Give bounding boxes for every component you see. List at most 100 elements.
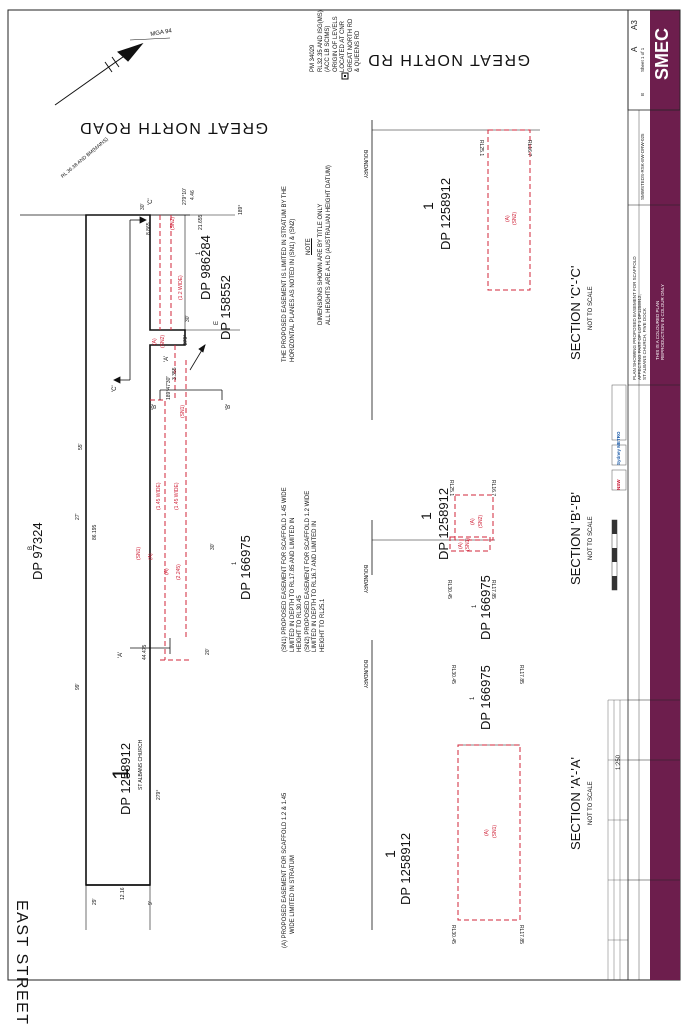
sn-notes: (SN1) PROPOSED EASEMENT FOR SCAFFOLD 1.4… — [282, 487, 327, 652]
sec-aa-dp2: DP 166975 — [478, 665, 493, 730]
company-logo: SMEC — [652, 27, 672, 80]
dim-189-top: 189° — [238, 204, 244, 215]
sec-road-label: GREAT NORTH RD — [366, 51, 530, 68]
esm-a-left: (A) — [148, 553, 154, 560]
dim-55: 55' — [78, 443, 84, 450]
sec-cc-title: SECTION 'C'-'C' — [568, 265, 583, 360]
dim-86195: 86.195 — [92, 524, 98, 540]
esm-a-mid: (A) — [164, 568, 170, 575]
esm-sn1-right: (SN1) — [180, 404, 186, 418]
dim-30-e: 30' — [185, 315, 191, 322]
dims-note-line: DIMENSIONS SHOWN ARE BY TITLE ONLY — [318, 203, 324, 325]
lot-e-dp: DP 158552 — [218, 275, 233, 340]
dim-30-top: 30' — [140, 203, 146, 210]
pm-note-block: PM 34029 RL32.35 AND ISG(MS) (ACC LB SCI… — [310, 10, 363, 72]
dim-99: 99' — [75, 683, 81, 690]
plan-title: PLAN SHOWING PROPOSED EASEMENT FOR SCAFF… — [632, 256, 647, 380]
dim-279-e: 279° — [183, 334, 189, 345]
dim-30-mid: 30' — [210, 543, 216, 550]
sec-aa-rl1785-b: RL17.85 — [518, 925, 524, 944]
sec-cc-sn: (SN2) — [512, 211, 518, 225]
sn-line: LIMITED IN DEPTH TO RL16.7 AND LIMITED I… — [312, 520, 318, 652]
lot-mid-dp: DP 166975 — [238, 535, 253, 600]
pm-line: RL32.35 AND ISG(MS) — [317, 10, 324, 72]
sec-aa-sn: (SN1) — [492, 824, 498, 838]
colour-note: THIS IS A COLOURED PLAN REPRODUCTION IN … — [655, 284, 665, 360]
dim-279-bottom: 279° — [156, 789, 162, 800]
sn-line: LIMITED IN DEPTH TO RL17.85 AND LIMITED … — [289, 517, 296, 652]
dims-note: DIMENSIONS SHOWN ARE BY TITLE ONLY ALL H… — [318, 165, 333, 325]
sec-b-bot: 'B' — [226, 403, 232, 410]
sec-cc-a: (A) — [505, 215, 511, 222]
sec-cc-boundary: BOUNDARY — [362, 150, 368, 179]
sec-aa-title: SECTION 'A'-'A' — [568, 757, 583, 850]
sec-bb-rl167: RL16.7 — [490, 480, 496, 497]
plan-linework — [7, 9, 681, 981]
sec-c-bot: 'C' — [112, 385, 118, 392]
sec-cc-nts: NOT TO SCALE — [588, 286, 594, 330]
lot-main-dp: DP 1258912 — [118, 742, 133, 815]
sec-bb-boundary: BOUNDARY — [362, 565, 368, 594]
pm-line: GREAT NORTH RD — [347, 18, 354, 72]
sn-line: (SN2) PROPOSED EASEMENT FOR SCAFFOLD 1.2… — [304, 490, 311, 652]
esm-w145-a: (1.45 WIDE) — [156, 482, 162, 510]
sec-bb-a2: (A) — [470, 518, 476, 525]
dim-29: 29' — [92, 898, 98, 905]
sec-cc-rl-top: RL25.1 — [478, 140, 484, 157]
esm-w12: (1.2 WIDE) — [178, 275, 184, 300]
lot-ne-dp: DP 986284 — [198, 235, 213, 300]
sn-line: (SN1) PROPOSED EASEMENT FOR SCAFFOLD 1.4… — [282, 487, 288, 652]
sec-bb-rl3045: RL30.45 — [446, 580, 452, 599]
lot-b-dp: DP 97324 — [30, 522, 45, 580]
esm-sn2-top: (SN2) — [170, 216, 176, 230]
stratum-line: HORIZONTAL PLANES AS NOTED IN (SN1) & (S… — [289, 218, 296, 362]
sec-aa-a: (A) — [484, 829, 490, 836]
sec-bb-lot: 1 — [418, 512, 434, 520]
sec-aa-rl1785: RL17.85 — [518, 665, 524, 684]
pm-line: (ACC LB SCIMS) — [325, 25, 331, 72]
road-great-north: GREAT NORTH ROAD — [78, 119, 268, 136]
sec-a-mid: 'A' — [118, 651, 124, 658]
dim-2791-top: 279°10' — [182, 188, 188, 205]
approval-code: B — [640, 92, 645, 96]
a-note-line: (A) PROPOSED EASEMENT FOR SCAFFOLD 1.2 &… — [282, 792, 288, 948]
sec-aa-boundary: BOUNDARY — [362, 660, 368, 689]
sheet-number: Sheet 1 of 1 — [640, 47, 645, 72]
sec-cc-lot: 1 — [420, 202, 436, 210]
pm-line: & QUEENS RD — [355, 30, 361, 72]
sec-a-top: 'A' — [164, 355, 170, 362]
esm-sn2-mid: (SN2) — [160, 334, 166, 348]
dim-3355: 3.355 — [172, 367, 178, 380]
sn-line: HEIGHT TO RL30.45 — [297, 595, 303, 652]
pm-line: LOCATED AT CNR — [340, 20, 346, 72]
sheet-size: A3 — [630, 20, 639, 30]
revision: A — [630, 46, 639, 52]
sec-bb-a1: (A) — [458, 542, 464, 549]
sec-aa-rl3045: RL30.45 — [450, 665, 456, 684]
a-note: (A) PROPOSED EASEMENT FOR SCAFFOLD 1.2 &… — [282, 793, 297, 948]
dim-9: 9' — [148, 901, 154, 905]
a-note-line: WIDE LIMITED IN STRATUM — [289, 855, 296, 934]
survey-plan-sheet: GREAT NORTH ROAD EAST STREET RL 36.38 AN… — [7, 9, 681, 1026]
dim-446: 4.46 — [190, 190, 196, 200]
sec-cc-rl-bot: RL16.7 — [526, 140, 532, 157]
pm-line: PM 34029 — [310, 44, 316, 72]
esm-sn1-left: (SN1) — [136, 546, 142, 560]
lot-main-name: ST ALBANS CHURCH — [138, 739, 144, 790]
dim-44475: 44.475 — [142, 644, 148, 660]
sec-bb-sn2: (SN2) — [478, 514, 484, 528]
sec-aa-nts: NOT TO SCALE — [588, 781, 594, 825]
scale-text: 1:250 — [616, 754, 622, 770]
sec-bb-dp: DP 1258912 — [436, 487, 451, 560]
sec-aa-rl3045-b: RL30.45 — [450, 925, 456, 944]
stratum-note: THE PROPOSED EASEMENT IS LIMITED IN STRA… — [282, 186, 297, 362]
sec-bb-dp2: DP 166975 — [478, 575, 493, 640]
nsw-logo: NSW — [616, 479, 621, 491]
esm-w2245: (2.245) — [176, 564, 182, 580]
sec-aa-lot2: 1 — [470, 696, 476, 700]
dim-1216: 12.16 — [120, 887, 126, 900]
sn-line: HEIGHT TO RL25.1 — [319, 598, 326, 652]
pm-line: ORIGIN OF LEVELS — [332, 16, 339, 72]
drawing-number: SMWSTEDS-RSK-EW-DRW-025 — [640, 133, 645, 200]
esm-a-top: (A) — [152, 338, 158, 345]
